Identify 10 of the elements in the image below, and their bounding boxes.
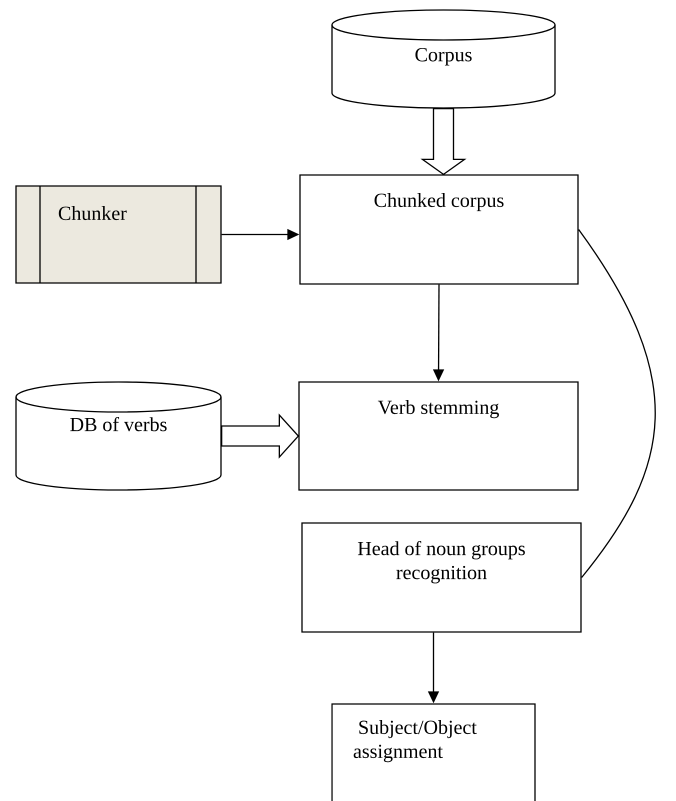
process-box: Subject/Object assignment bbox=[331, 703, 536, 801]
database-cylinder: Corpus bbox=[331, 9, 556, 109]
process-box: Head of noun groups recognition bbox=[301, 522, 582, 633]
database-cylinder: DB of verbs bbox=[15, 381, 222, 491]
block-arrow bbox=[420, 108, 467, 176]
process-box: Chunked corpus bbox=[299, 174, 579, 285]
connector-line bbox=[578, 229, 656, 578]
block-arrow bbox=[221, 413, 300, 459]
process-box: Chunker bbox=[15, 185, 222, 284]
process-box: Verb stemming bbox=[298, 381, 579, 491]
